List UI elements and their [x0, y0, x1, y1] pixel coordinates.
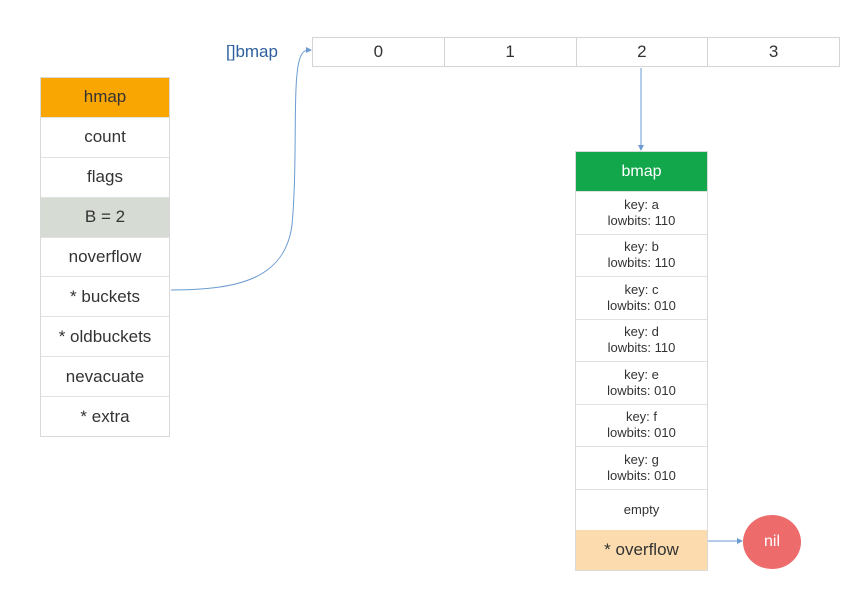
- buckets-array: 0 1 2 3: [312, 37, 840, 67]
- entry-lowbits: lowbits: 010: [607, 467, 676, 483]
- buckets-pointer-arrow: [170, 47, 312, 291]
- bucket-slot-3: 3: [708, 38, 839, 66]
- hmap-field-noverflow: noverflow: [41, 237, 169, 278]
- bucket-slot-2: 2: [576, 38, 709, 66]
- entry-key: key: e: [624, 366, 659, 382]
- buckets-array-label: []bmap: [226, 42, 278, 61]
- bmap-bucket: bmap key: a lowbits: 110 key: b lowbits:…: [575, 151, 708, 571]
- bmap-entry: key: f lowbits: 010: [576, 403, 707, 446]
- entry-key: key: g: [624, 451, 659, 467]
- hmap-field-extra: * extra: [41, 397, 169, 437]
- bmap-entry: key: g lowbits: 010: [576, 446, 707, 489]
- hmap-field-b: B = 2: [41, 197, 169, 238]
- entry-lowbits: lowbits: 010: [607, 382, 676, 398]
- bmap-entry: key: d lowbits: 110: [576, 318, 707, 361]
- hmap-field-flags: flags: [41, 157, 169, 198]
- entry-lowbits: lowbits: 110: [607, 212, 676, 228]
- hmap-field-count: count: [41, 117, 169, 158]
- hmap-field-nevacuate: nevacuate: [41, 357, 169, 398]
- hmap-header: hmap: [41, 78, 169, 118]
- bmap-entry: key: b lowbits: 110: [576, 233, 707, 276]
- bmap-header: bmap: [576, 152, 707, 191]
- entry-lowbits: lowbits: 010: [607, 297, 676, 313]
- bmap-entry: key: c lowbits: 010: [576, 276, 707, 319]
- bmap-entry: key: a lowbits: 110: [576, 191, 707, 234]
- entry-key: key: f: [625, 409, 658, 425]
- entry-key: key: d: [624, 324, 659, 340]
- entry-lowbits: lowbits: 110: [607, 340, 676, 356]
- hmap-field-oldbuckets: * oldbuckets: [41, 317, 169, 358]
- bucket-slot-1: 1: [444, 38, 577, 66]
- entry-lowbits: lowbits: 010: [607, 425, 676, 441]
- entry-key: key: b: [624, 239, 659, 255]
- entry-key: key: c: [624, 281, 659, 297]
- bmap-overflow-field: * overflow: [576, 529, 707, 570]
- bmap-empty-slot: empty: [576, 488, 707, 530]
- nil-node: nil: [743, 515, 801, 569]
- bmap-entry: key: e lowbits: 010: [576, 361, 707, 404]
- hmap-field-buckets: * buckets: [41, 277, 169, 318]
- hmap-struct: hmap count flags B = 2 noverflow * bucke…: [40, 77, 170, 438]
- bucket-slot-0: 0: [313, 38, 445, 66]
- entry-key: key: a: [624, 196, 659, 212]
- entry-lowbits: lowbits: 110: [607, 255, 676, 271]
